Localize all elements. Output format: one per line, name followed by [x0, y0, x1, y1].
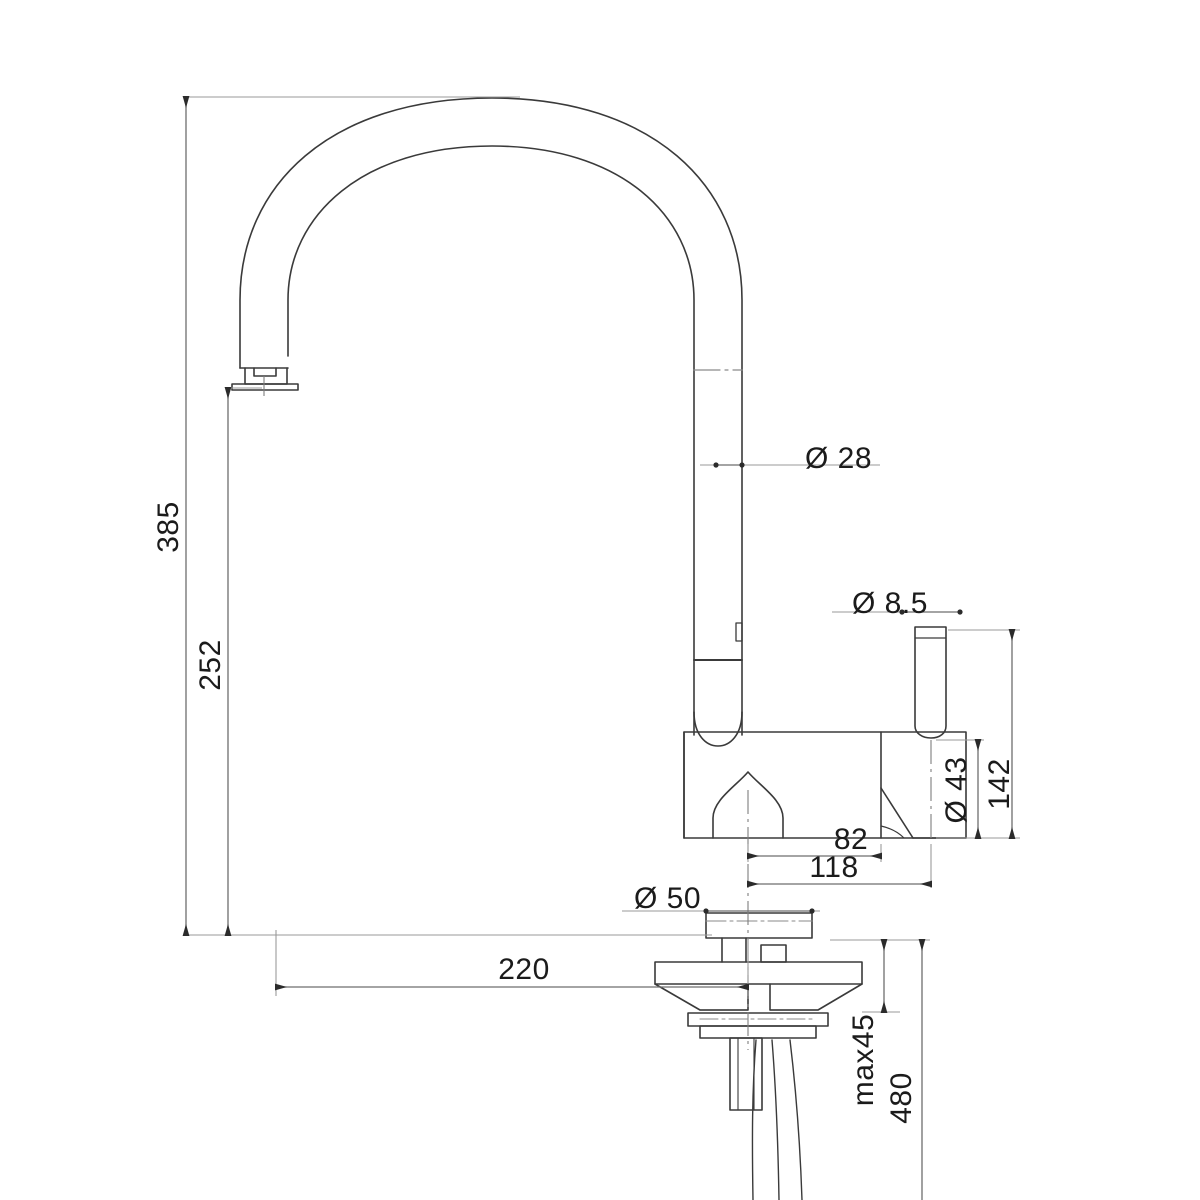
dim-label-252: 252: [194, 639, 227, 691]
dim-label-max45: max45: [847, 1014, 880, 1107]
mount-shank: [721, 937, 787, 963]
pullout-spray-joint: [693, 622, 743, 661]
dim-label-8p5: Ø 8.5: [852, 587, 928, 620]
dim-label-385: 385: [152, 501, 185, 553]
centre-lines: [263, 376, 932, 1050]
supply-hoses: [751, 1039, 803, 1200]
extension-lines: [186, 96, 1020, 1013]
dim-label-220: 220: [498, 953, 550, 986]
base-escutcheon: [705, 912, 813, 939]
valve-cartridge-cone: [712, 771, 784, 839]
dim-label-82: 82: [834, 823, 868, 856]
spout-gooseneck-outer: [239, 97, 743, 736]
dim-label-142: 142: [983, 758, 1016, 810]
handle-lever: [914, 626, 947, 739]
spout-gooseneck-inner: [287, 145, 695, 736]
mount-washer-plate: [654, 961, 863, 1011]
threaded-stud: [729, 1037, 763, 1111]
dimension-labels: 385 252 Ø 28 Ø 8.5 Ø 43 142 82 118 Ø 50 …: [152, 442, 1016, 1124]
dimension-lines: [182, 96, 1016, 1200]
spout-aerator: [231, 367, 299, 391]
valve-body: [683, 731, 967, 839]
spout-column-base-cap: [693, 711, 743, 747]
dim-label-480: 480: [885, 1072, 918, 1124]
dim-label-28: Ø 28: [805, 442, 872, 475]
dim-label-43: Ø 43: [940, 756, 973, 823]
mount-clamp-nut: [687, 1012, 829, 1039]
dim-label-50: Ø 50: [634, 882, 701, 915]
faucet-outline: [231, 97, 967, 1200]
dim-label-118: 118: [809, 851, 858, 884]
